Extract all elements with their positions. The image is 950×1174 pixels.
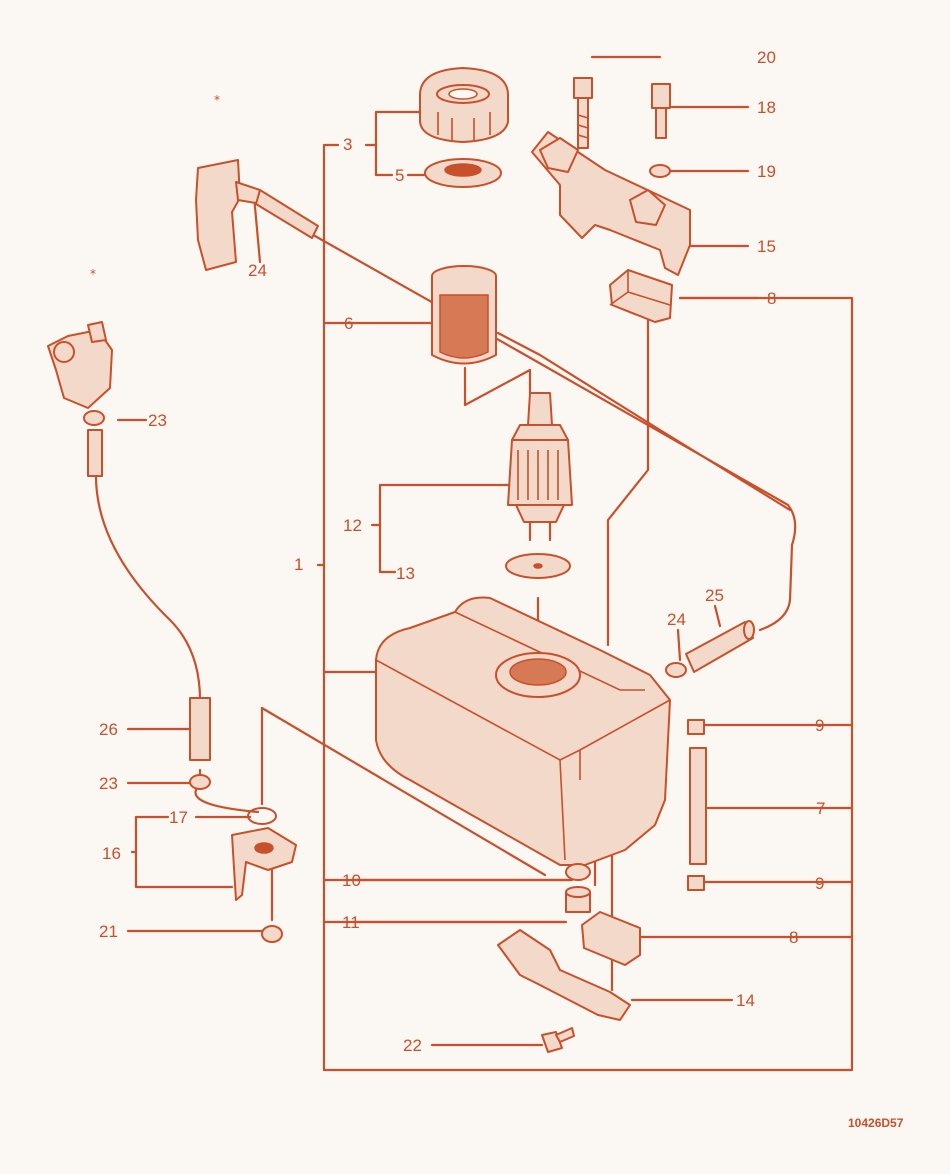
hose-25 xyxy=(685,620,755,673)
strainer-12 xyxy=(507,392,573,542)
label-part-8-top: 8 xyxy=(767,289,776,308)
hose-clamp-9-bottom xyxy=(687,875,705,891)
label-part-10: 10 xyxy=(342,871,361,890)
label-part-11: 11 xyxy=(342,913,360,932)
bolt-20 xyxy=(573,77,593,149)
label-part-1: 1 xyxy=(294,555,303,574)
label-part-13: 13 xyxy=(396,564,415,583)
washer-19 xyxy=(649,164,671,178)
drain-washer-10 xyxy=(565,863,591,881)
label-part-9-bottom: 9 xyxy=(815,874,824,893)
label-part-23-top: 23 xyxy=(148,411,167,430)
fuel-tank-1 xyxy=(375,596,671,866)
o-ring-17 xyxy=(247,807,277,825)
label-part-15: 15 xyxy=(757,237,776,256)
hose-26 xyxy=(189,697,211,761)
nut-21 xyxy=(261,925,283,943)
star-marker-pump: * xyxy=(90,267,96,281)
label-part-20: 20 xyxy=(757,48,776,67)
hose-clamp-23-top xyxy=(83,410,105,426)
injector-fitting xyxy=(195,159,319,271)
tank-strap-14 xyxy=(497,929,631,1021)
strainer-gasket-13 xyxy=(505,553,571,579)
label-part-6: 6 xyxy=(344,314,353,333)
label-part-7: 7 xyxy=(816,799,825,818)
figure-code: 10426D57 xyxy=(848,1116,904,1130)
label-part-23-bottom: 23 xyxy=(99,774,118,793)
pump-hose xyxy=(87,429,103,477)
label-part-24-right: 24 xyxy=(667,610,686,629)
label-part-24-top: 24 xyxy=(248,261,267,280)
hose-clamp-24-right xyxy=(665,662,687,678)
label-part-14: 14 xyxy=(736,991,755,1010)
label-part-26: 26 xyxy=(99,720,118,739)
leader-lines xyxy=(116,55,760,1047)
cap-gasket xyxy=(424,158,502,188)
level-tube-7 xyxy=(689,747,707,865)
label-part-25: 25 xyxy=(705,586,724,605)
label-part-3: 3 xyxy=(343,135,352,154)
fuel-cock-16 xyxy=(231,827,297,901)
bolt-22 xyxy=(541,1027,575,1053)
label-part-9-top: 9 xyxy=(815,716,824,735)
label-part-5: 5 xyxy=(395,166,404,185)
rubber-mount-top xyxy=(609,269,673,323)
label-part-12: 12 xyxy=(343,516,362,535)
label-part-22: 22 xyxy=(403,1036,422,1055)
star-marker-injector: * xyxy=(214,93,220,107)
fuel-filter-6 xyxy=(431,265,497,365)
label-part-17: 17 xyxy=(169,808,188,827)
hose-clamp-23-bottom xyxy=(189,774,211,790)
label-part-8-bottom: 8 xyxy=(789,928,798,947)
label-part-19: 19 xyxy=(757,162,776,181)
rubber-mount-bottom xyxy=(581,911,641,966)
stud-18 xyxy=(651,83,671,139)
part-labels: 1 3 5 6 7 8 8 9 9 10 11 12 13 14 15 16 1… xyxy=(99,48,825,1055)
label-part-16: 16 xyxy=(102,844,121,863)
tank-bracket-15 xyxy=(531,131,691,276)
drain-plug-11 xyxy=(565,886,591,913)
label-part-18: 18 xyxy=(757,98,776,117)
fuel-cap xyxy=(419,67,509,143)
bracket-lines xyxy=(130,110,854,1072)
label-part-21: 21 xyxy=(99,922,118,941)
hose-clamp-9-top xyxy=(687,719,705,735)
feed-pump xyxy=(47,321,113,409)
fuel-lines xyxy=(94,234,797,992)
